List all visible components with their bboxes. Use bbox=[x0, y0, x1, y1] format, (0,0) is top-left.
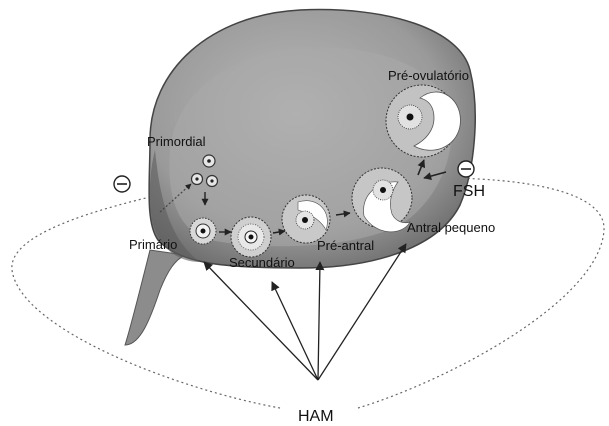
label-secundario: Secundário bbox=[229, 256, 295, 269]
ovary-ligament bbox=[125, 250, 185, 345]
primary-follicle bbox=[190, 218, 216, 244]
secondary-follicle bbox=[231, 217, 271, 257]
label-antral-pequeno: Antral pequeno bbox=[407, 221, 495, 234]
inhibition-symbol-right bbox=[458, 161, 474, 177]
label-ham: HAM bbox=[298, 409, 334, 425]
pre-antral-follicle bbox=[282, 195, 330, 243]
label-primario: Primário bbox=[129, 238, 177, 251]
label-pre-ovulatorio: Pré-ovulatório bbox=[388, 69, 469, 82]
label-fsh: FSH bbox=[453, 184, 485, 200]
label-primordial: Primordial bbox=[147, 135, 206, 148]
inhibition-symbol-left bbox=[114, 176, 130, 192]
label-pre-antral: Pré-antral bbox=[317, 239, 374, 252]
